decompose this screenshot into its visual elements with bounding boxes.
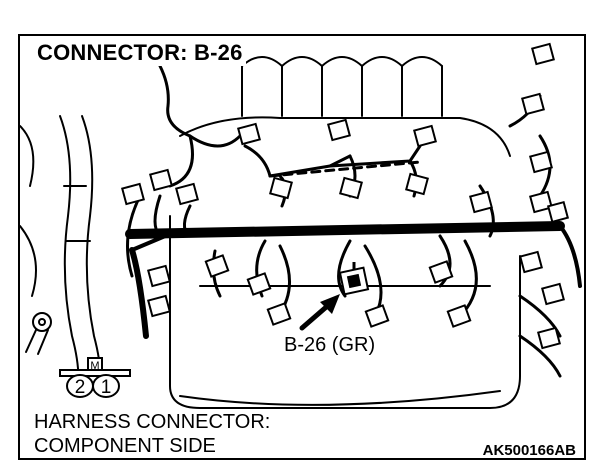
connector-callout-label: B-26 (GR) [282, 334, 378, 357]
connector-tab-letter: M [90, 360, 99, 372]
main-harness [125, 221, 582, 339]
diagram-title: CONNECTOR: B-26 [34, 40, 246, 66]
reference-code: AK500166AB [482, 442, 576, 459]
ground-terminal [25, 312, 52, 355]
left-hose [20, 115, 102, 387]
pin-label-1: 1 [101, 377, 112, 398]
connector-face: M 2 1 [59, 357, 131, 398]
dashed-wire [268, 160, 422, 178]
diagram-frame: M 2 1 CONNECTOR: B-26 B-26 (GR) HARNESS … [18, 34, 586, 460]
harness-label-line1: HARNESS CONNECTOR: [34, 411, 271, 433]
connectors [121, 42, 570, 350]
pointer-arrow [299, 294, 340, 331]
harness-label-line2: COMPONENT SIDE [34, 435, 216, 457]
connector-b26 [338, 262, 370, 296]
engine-harness-illustration: M 2 1 [20, 42, 582, 409]
wiring [126, 64, 562, 378]
pin-label-2: 2 [75, 377, 86, 398]
